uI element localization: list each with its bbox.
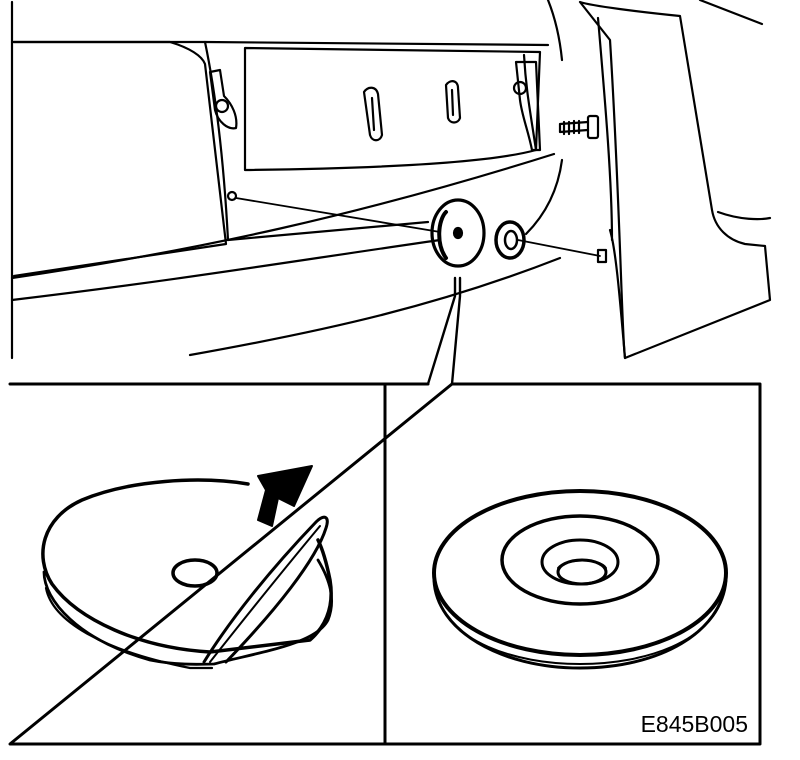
right-flap-screw <box>596 248 608 264</box>
peel-arrow <box>257 465 313 527</box>
left-mudflap <box>12 40 228 278</box>
plate-slots <box>362 80 462 142</box>
right-bracket <box>514 60 542 152</box>
explode-line-left <box>235 197 441 233</box>
right-mudflap <box>578 0 772 360</box>
bumper-curve-1 <box>10 152 556 280</box>
right-mudflap-inner <box>596 16 627 360</box>
plate-recess <box>203 40 542 242</box>
body-top-curve <box>546 0 564 62</box>
bumper-lower-1 <box>188 256 562 357</box>
bumper-lower-2 <box>10 238 442 302</box>
peel-center-hole <box>171 558 219 588</box>
right-nut <box>512 80 528 96</box>
grommet-hole-shade <box>557 559 607 569</box>
left-nut <box>214 98 230 114</box>
figure-code: E845B005 <box>641 711 748 737</box>
grommet-detail <box>432 489 728 670</box>
peel-washer-rim <box>42 558 334 666</box>
left-bracket <box>208 68 238 130</box>
bolt <box>558 114 600 140</box>
detail-frame <box>8 382 762 746</box>
grommet-collar <box>500 514 660 606</box>
grommet-washer-outer <box>432 489 728 657</box>
grommet-washer-rim-2 <box>437 597 723 665</box>
body-right-edge <box>698 0 772 221</box>
large-washer <box>430 198 486 268</box>
overview-drawing <box>10 0 772 386</box>
left-screw-hole <box>226 190 238 202</box>
peel-washer-outer <box>41 478 333 654</box>
peel-film <box>202 515 329 664</box>
peel-film-edge <box>209 525 321 663</box>
grommet-boss <box>540 538 620 586</box>
peel-washer-rim-2 <box>44 586 214 670</box>
small-grommet <box>494 220 526 260</box>
recess-inner-right <box>522 53 538 152</box>
peel-detail <box>41 465 334 670</box>
bumper-curve-2 <box>524 158 564 236</box>
explode-line-right <box>517 239 601 257</box>
callout-leader <box>426 276 462 386</box>
